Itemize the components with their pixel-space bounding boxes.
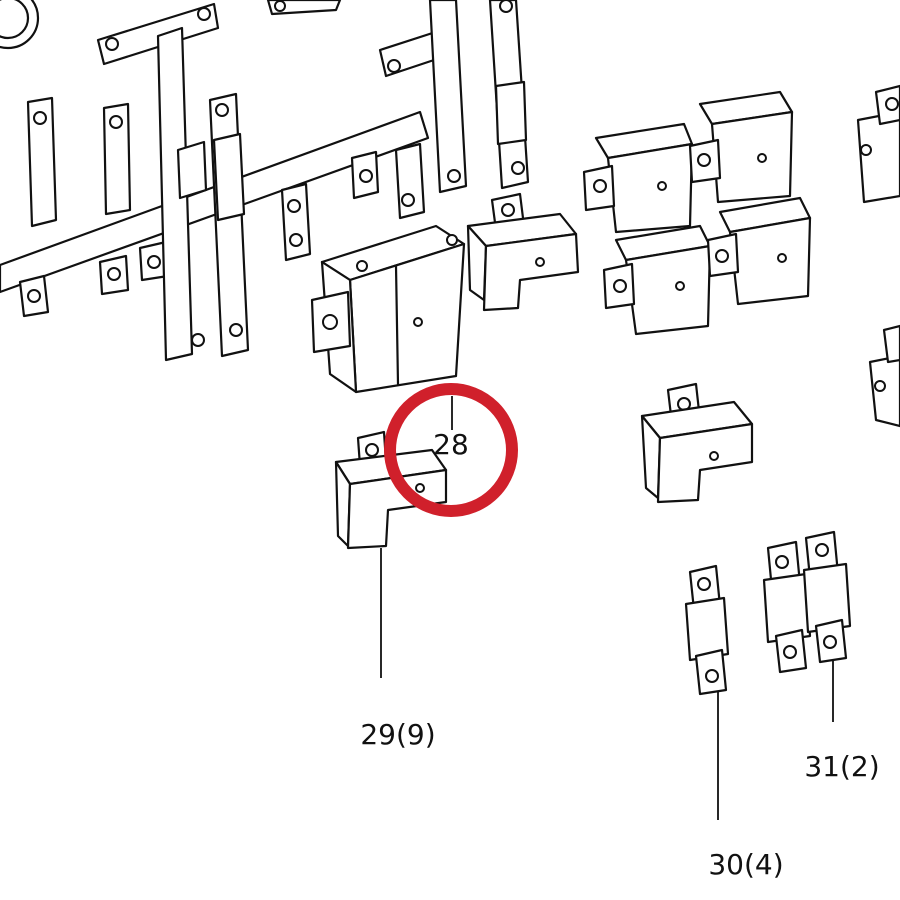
- callout-label-28: 28: [433, 428, 469, 461]
- callout-label-30: 30(4): [708, 848, 783, 881]
- corner-screw-icon: [0, 0, 40, 50]
- fuse-holder-center: [466, 192, 580, 312]
- fuse-holder-29: [334, 430, 448, 550]
- bus-bar-assembly: [0, 0, 530, 362]
- fuse-holder-lower-center: [640, 382, 754, 504]
- fuse-30: [684, 564, 730, 696]
- highlight-circle: [384, 383, 518, 517]
- fuse-31: [762, 530, 852, 674]
- relay-28: [310, 224, 466, 394]
- callout-label-29: 29(9): [360, 718, 435, 751]
- fuse-holder-cluster: [582, 90, 812, 336]
- callout-label-31: 31(2): [804, 750, 879, 783]
- fuse-holder-right-edge: [856, 84, 900, 428]
